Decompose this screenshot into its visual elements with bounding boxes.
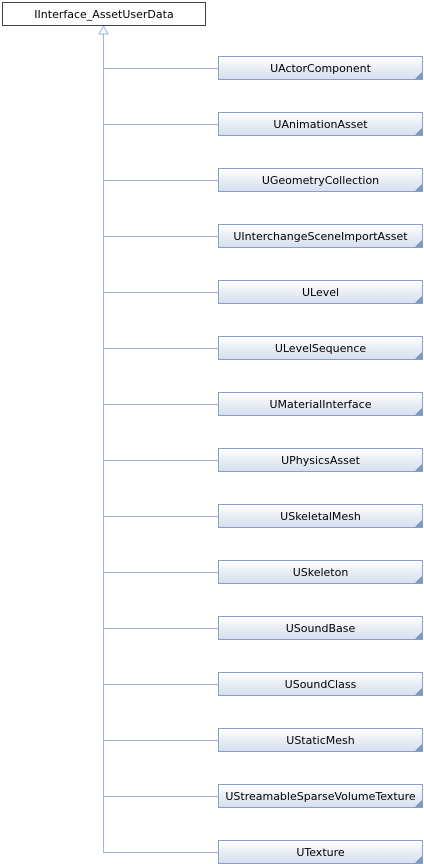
class-node-ulevelsequence[interactable]: ULevelSequence xyxy=(218,336,423,360)
class-node-label: UPhysicsAsset xyxy=(281,453,360,467)
more-corner-icon xyxy=(415,632,422,639)
class-node-uinterchangesceneimportasset[interactable]: UInterchangeSceneImportAsset xyxy=(218,224,423,248)
class-node-label: ULevelSequence xyxy=(274,341,367,355)
class-node-label: USoundClass xyxy=(284,677,357,691)
class-node-label: UAnimationAsset xyxy=(273,117,368,131)
class-node-label: USkeletalMesh xyxy=(280,509,361,523)
class-node-label: UMaterialInterface xyxy=(269,397,372,411)
more-corner-icon xyxy=(415,744,422,751)
class-node-uskeleton[interactable]: USkeleton xyxy=(218,560,423,584)
class-node-usoundclass[interactable]: USoundClass xyxy=(218,672,423,696)
class-node-utexture[interactable]: UTexture xyxy=(218,840,423,864)
more-corner-icon xyxy=(415,72,422,79)
more-corner-icon xyxy=(415,520,422,527)
class-node-umaterialinterface[interactable]: UMaterialInterface xyxy=(218,392,423,416)
inheritance-arrow-icon xyxy=(98,24,109,35)
class-node-ustreamablesparsevolumetexture[interactable]: UStreamableSparseVolumeTexture xyxy=(218,784,423,808)
class-node-label: USoundBase xyxy=(285,621,356,635)
more-corner-icon xyxy=(415,184,422,191)
class-node-label: UStaticMesh xyxy=(286,733,355,747)
root-class-node: IInterface_AssetUserData xyxy=(2,2,206,26)
class-node-uskeletalmesh[interactable]: USkeletalMesh xyxy=(218,504,423,528)
more-corner-icon xyxy=(415,576,422,583)
class-node-usoundbase[interactable]: USoundBase xyxy=(218,616,423,640)
class-node-ulevel[interactable]: ULevel xyxy=(218,280,423,304)
class-node-uphysicsasset[interactable]: UPhysicsAsset xyxy=(218,448,423,472)
class-node-ustaticmesh[interactable]: UStaticMesh xyxy=(218,728,423,752)
class-node-uactorcomponent[interactable]: UActorComponent xyxy=(218,56,423,80)
more-corner-icon xyxy=(415,856,422,863)
class-node-uanimationasset[interactable]: UAnimationAsset xyxy=(218,112,423,136)
class-node-label: UGeometryCollection xyxy=(261,173,380,187)
class-node-label: UActorComponent xyxy=(270,61,371,75)
root-class-label: IInterface_AssetUserData xyxy=(34,7,174,21)
class-node-label: ULevel xyxy=(301,285,340,299)
more-corner-icon xyxy=(415,128,422,135)
more-corner-icon xyxy=(415,464,422,471)
more-corner-icon xyxy=(415,240,422,247)
class-node-label: UTexture xyxy=(296,845,345,859)
class-node-label: UStreamableSparseVolumeTexture xyxy=(225,789,416,803)
more-corner-icon xyxy=(415,800,422,807)
class-node-label: USkeleton xyxy=(292,565,349,579)
class-node-ugeometrycollection[interactable]: UGeometryCollection xyxy=(218,168,423,192)
more-corner-icon xyxy=(415,408,422,415)
class-node-label: UInterchangeSceneImportAsset xyxy=(233,229,408,243)
more-corner-icon xyxy=(415,688,422,695)
more-corner-icon xyxy=(415,352,422,359)
more-corner-icon xyxy=(415,296,422,303)
